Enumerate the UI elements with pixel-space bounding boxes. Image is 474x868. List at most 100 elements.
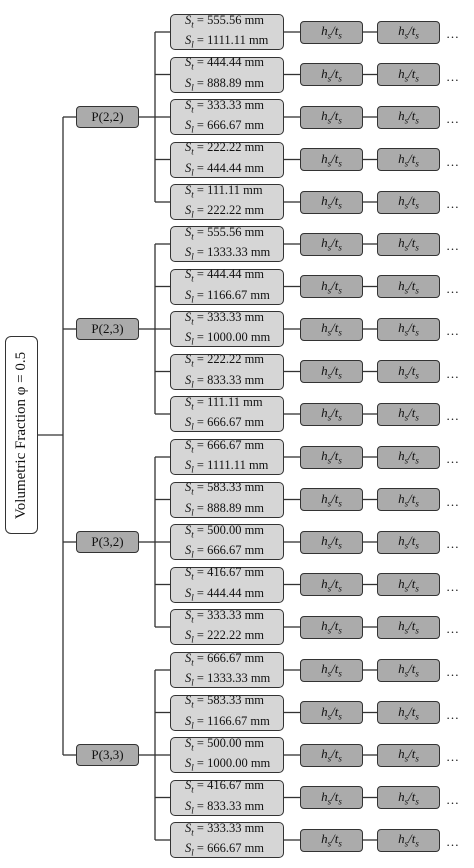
hs-ts-node: hs/ts [300,786,363,809]
continuation-ellipsis: … [446,408,459,423]
longitudinal-spacing: Sl = 1166.67 mm [185,713,270,731]
continuation-ellipsis: … [446,323,459,338]
hs-ts-node: hs/ts [300,317,363,341]
continuation-ellipsis: … [446,365,459,381]
hs-ts-label: hs/ts [321,618,342,636]
hs-ts-label: hs/ts [398,448,419,466]
hs-ts-label: hs/ts [321,108,342,126]
hs-ts-label: hs/ts [398,490,419,509]
hs-ts-node: hs/ts [377,701,440,724]
transverse-spacing: St = 111.11 mm [185,394,263,412]
transverse-spacing: St = 666.67 mm [185,650,265,668]
hs-ts-node: hs/ts [300,275,363,298]
continuation-ellipsis: … [446,196,459,211]
continuation-ellipsis: … [446,664,459,679]
hs-ts-node: hs/ts [300,615,363,639]
group-node-2: P(3,2) [76,531,139,553]
hs-ts-label: hs/ts [321,490,342,509]
continuation-ellipsis: … [446,68,459,84]
longitudinal-spacing: Sl = 666.67 mm [185,118,265,135]
longitudinal-spacing: Sl = 666.67 mm [185,841,265,858]
hs-ts-label: hs/ts [398,277,419,296]
transverse-spacing: St = 583.33 mm [185,480,265,497]
hs-ts-label: hs/ts [321,448,342,466]
hs-ts-node: hs/ts [300,658,363,682]
hs-ts-node: hs/ts [377,232,440,256]
hs-ts-node: hs/ts [377,148,440,171]
continuation-ellipsis: … [446,238,459,253]
hs-ts-node: hs/ts [300,701,363,724]
hs-ts-node: hs/ts [377,530,440,554]
transverse-spacing: St = 416.67 mm [185,565,265,582]
hs-ts-label: hs/ts [321,831,342,849]
spacing-node: St = 333.33 mm Sl = 666.67 mm [170,97,284,135]
continuation-ellipsis: … [446,791,459,807]
longitudinal-spacing: Sl = 833.33 mm [185,372,265,390]
hs-ts-label: hs/ts [398,65,419,84]
longitudinal-spacing: Sl = 666.67 mm [185,543,265,560]
group-node-1: P(2,3) [76,318,139,340]
continuation-ellipsis: … [446,749,459,764]
longitudinal-spacing: Sl = 444.44 mm [185,160,265,178]
hs-ts-node: hs/ts [377,63,440,86]
hs-ts-label: hs/ts [398,23,419,41]
hs-ts-node: hs/ts [377,786,440,809]
transverse-spacing: St = 500.00 mm [185,522,265,540]
hs-ts-node: hs/ts [377,275,440,298]
hs-ts-label: hs/ts [398,575,419,594]
longitudinal-spacing: Sl = 222.22 mm [185,628,265,645]
hs-ts-node: hs/ts [377,360,440,383]
hs-ts-node: hs/ts [300,360,363,383]
transverse-spacing: St = 333.33 mm [185,97,265,115]
longitudinal-spacing: Sl = 1000.00 mm [185,330,271,347]
hs-ts-node: hs/ts [300,105,363,129]
hs-ts-node: hs/ts [300,743,363,767]
hs-ts-label: hs/ts [398,235,419,253]
continuation-ellipsis: … [446,111,459,126]
hs-ts-label: hs/ts [398,108,419,126]
transverse-spacing: St = 333.33 mm [185,309,265,327]
hs-ts-label: hs/ts [321,277,342,296]
hs-ts-label: hs/ts [321,533,342,551]
hs-ts-node: hs/ts [300,530,363,554]
group-label: P(2,3) [91,321,124,336]
hs-ts-label: hs/ts [321,65,342,84]
hs-ts-label: hs/ts [321,746,342,764]
group-label: P(3,2) [91,534,124,549]
hs-ts-node: hs/ts [300,148,363,171]
hs-ts-node: hs/ts [300,20,363,44]
hs-ts-node: hs/ts [377,445,440,469]
continuation-ellipsis: … [446,26,459,41]
hs-ts-label: hs/ts [398,703,419,722]
continuation-ellipsis: … [446,451,459,466]
hs-ts-node: hs/ts [377,105,440,129]
transverse-spacing: St = 444.44 mm [185,267,265,284]
transverse-spacing: St = 111.11 mm [185,182,263,200]
transverse-spacing: St = 222.22 mm [185,140,265,157]
longitudinal-spacing: Sl = 1333.33 mm [185,671,271,688]
hs-ts-node: hs/ts [300,63,363,86]
transverse-spacing: St = 666.67 mm [185,437,265,455]
longitudinal-spacing: Sl = 1333.33 mm [185,245,271,262]
transverse-spacing: St = 333.33 mm [185,820,265,838]
hs-ts-label: hs/ts [398,193,419,211]
hs-ts-label: hs/ts [321,703,342,722]
hs-ts-label: hs/ts [321,575,342,594]
hs-ts-node: hs/ts [377,743,440,767]
continuation-ellipsis: … [446,153,459,169]
continuation-ellipsis: … [446,536,459,551]
continuation-ellipsis: … [446,493,459,509]
continuation-ellipsis: … [446,280,459,296]
longitudinal-spacing: Sl = 666.67 mm [185,415,265,432]
longitudinal-spacing: Sl = 1000.00 mm [185,756,271,773]
